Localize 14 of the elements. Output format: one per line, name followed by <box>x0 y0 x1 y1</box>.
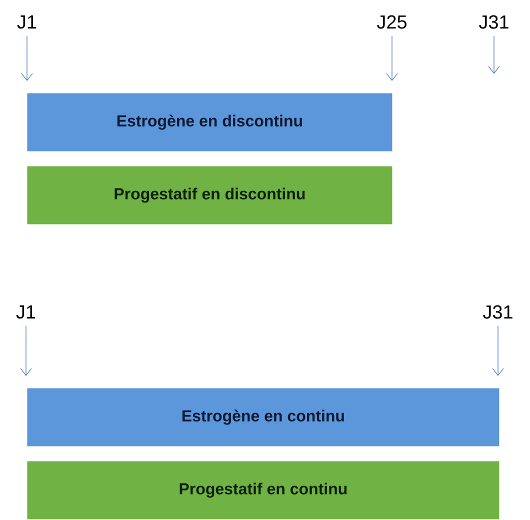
day-label: J1 <box>17 15 36 29</box>
day-label: J31 <box>478 15 508 29</box>
day-label: J1 <box>16 305 36 319</box>
arrow <box>21 35 33 81</box>
arrow <box>492 326 504 376</box>
treatment-bar: Estrogène en continu <box>27 388 500 446</box>
treatment-bar: Estrogène en discontinu <box>27 93 392 152</box>
treatment-bar: Progestatif en continu <box>27 461 500 520</box>
day-label: J31 <box>482 305 512 319</box>
arrow <box>386 36 398 81</box>
treatment-bar: Progestatif en discontinu <box>27 166 392 224</box>
day-label: J25 <box>376 15 407 29</box>
arrow <box>20 325 32 376</box>
arrow <box>488 36 500 74</box>
